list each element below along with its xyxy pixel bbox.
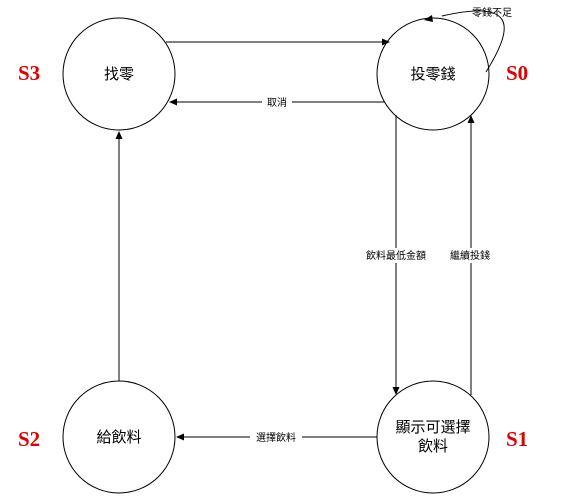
label-s0-to-s1: 飲料最低金額 bbox=[366, 249, 426, 262]
label-bg-continue bbox=[445, 248, 495, 263]
arrowhead-s3-to-s0 bbox=[382, 38, 390, 46]
arrowhead-s1-to-s2 bbox=[176, 433, 184, 441]
arrowhead-s0-to-s1 bbox=[392, 387, 400, 395]
state-s1-id: S1 bbox=[506, 427, 528, 451]
state-s0-circle bbox=[376, 17, 490, 131]
label-s1-to-s2: 選擇飲料 bbox=[256, 431, 296, 444]
state-s3-id: S3 bbox=[18, 61, 40, 85]
arrowhead-s0-to-s3 bbox=[169, 98, 177, 106]
label-bg-choose bbox=[250, 430, 302, 444]
state-s2-id: S2 bbox=[18, 427, 40, 451]
state-s0-id: S0 bbox=[506, 61, 528, 85]
label-s0-self: 零錢不足 bbox=[472, 6, 512, 19]
label-s0-to-s3: 取消 bbox=[267, 96, 287, 109]
state-s2-name: 給飲料 bbox=[96, 428, 141, 446]
label-bg-cancel bbox=[262, 95, 292, 109]
arrowhead-s2-to-s3 bbox=[115, 131, 123, 139]
state-s3-circle bbox=[62, 17, 176, 131]
state-s1-name-line1: 顯示可選擇 bbox=[395, 418, 470, 436]
state-s3-name: 找零 bbox=[104, 65, 134, 83]
label-bg-min-amount bbox=[360, 248, 432, 263]
arrowhead-s1-to-s0 bbox=[467, 115, 475, 123]
state-s0-name: 投零錢 bbox=[410, 65, 455, 83]
edge-s0-self-loop bbox=[441, 10, 505, 73]
state-s1-name-line2: 飲料 bbox=[418, 437, 448, 455]
arrowhead-s0-self-loop bbox=[424, 15, 433, 22]
label-s1-to-s0: 繼續投錢 bbox=[450, 249, 490, 262]
